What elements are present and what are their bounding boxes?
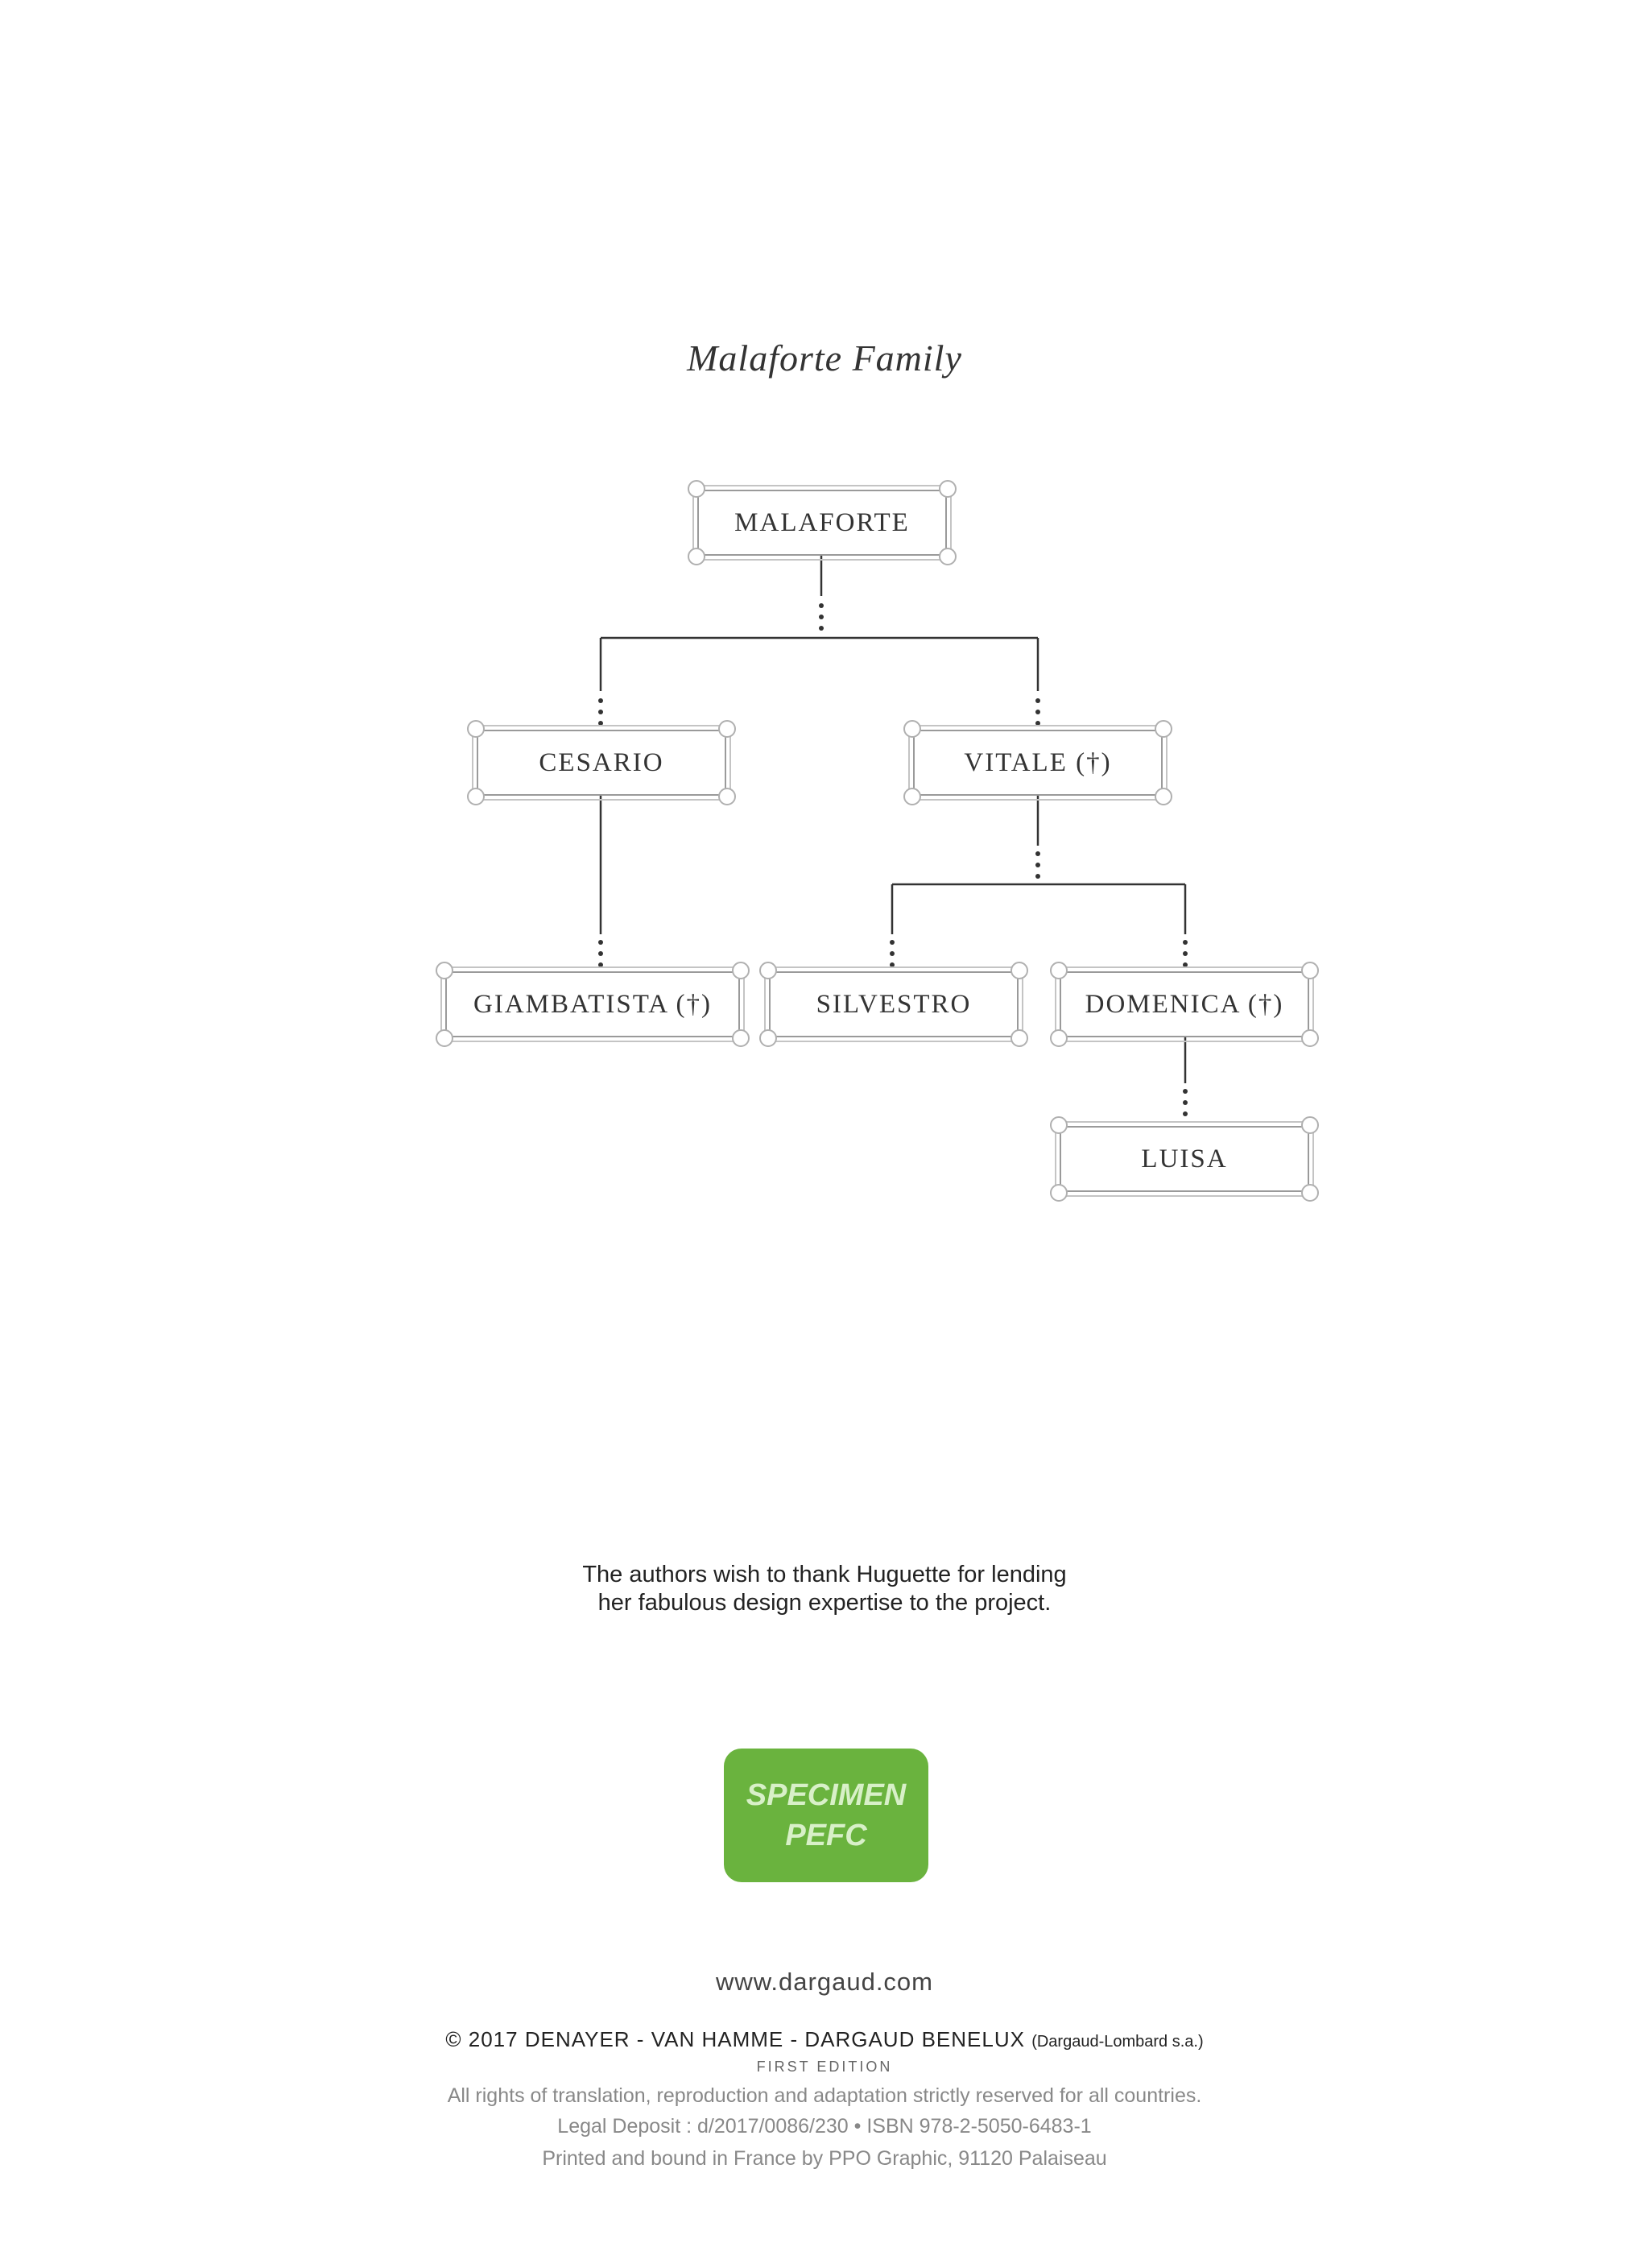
- copyright-notice: © 2017 DENAYER - VAN HAMME - DARGAUD BEN…: [0, 2027, 1649, 2052]
- acknowledgement-line-1: The authors wish to thank Huguette for l…: [582, 1562, 1067, 1587]
- acknowledgement: The authors wish to thank Huguette for l…: [0, 1561, 1649, 1617]
- tree-node-label: MALAFORTE: [734, 507, 910, 537]
- badge-line-2: PEFC: [785, 1819, 867, 1852]
- family-tree-connectors: [598, 556, 1188, 1116]
- tree-node-vitale: VITALE (†): [903, 720, 1172, 805]
- publisher-url[interactable]: www.dargaud.com: [715, 1968, 933, 1996]
- edition-label: FIRST EDITION: [756, 2059, 893, 2075]
- tree-node-silvestro: SILVESTRO: [759, 962, 1028, 1047]
- copyright-text: © 2017 DENAYER - VAN HAMME - DARGAUD BEN…: [445, 2027, 1025, 2051]
- tree-node-luisa: LUISA: [1050, 1116, 1319, 1202]
- legal-deposit: Legal Deposit : d/2017/0086/230 • ISBN 9…: [557, 2115, 1092, 2138]
- tree-node-label: CESARIO: [539, 747, 664, 777]
- pefc-specimen-badge: SPECIMEN PEFC: [724, 1749, 928, 1882]
- tree-node-domenica: DOMENICA (†): [1050, 962, 1319, 1047]
- tree-node-label: SILVESTRO: [816, 989, 972, 1019]
- tree-node-label: GIAMBATISTA (†): [473, 989, 712, 1019]
- printer-notice: Printed and bound in France by PPO Graph…: [542, 2147, 1107, 2170]
- tree-node-cesario: CESARIO: [467, 720, 736, 805]
- acknowledgement-line-2: her fabulous design expertise to the pro…: [597, 1590, 1052, 1616]
- rights-notice: All rights of translation, reproduction …: [447, 2084, 1202, 2107]
- badge-line-1: SPECIMEN: [746, 1778, 907, 1812]
- tree-node-giambatista: GIAMBATISTA (†): [436, 962, 750, 1047]
- copyright-company: (Dargaud-Lombard s.a.): [1031, 2033, 1204, 2051]
- tree-node-label: LUISA: [1141, 1144, 1228, 1173]
- tree-node-label: DOMENICA (†): [1085, 989, 1284, 1019]
- tree-node-label: VITALE (†): [964, 747, 1112, 777]
- tree-node-malaforte: MALAFORTE: [688, 480, 957, 565]
- page-title: Malaforte Family: [687, 337, 962, 379]
